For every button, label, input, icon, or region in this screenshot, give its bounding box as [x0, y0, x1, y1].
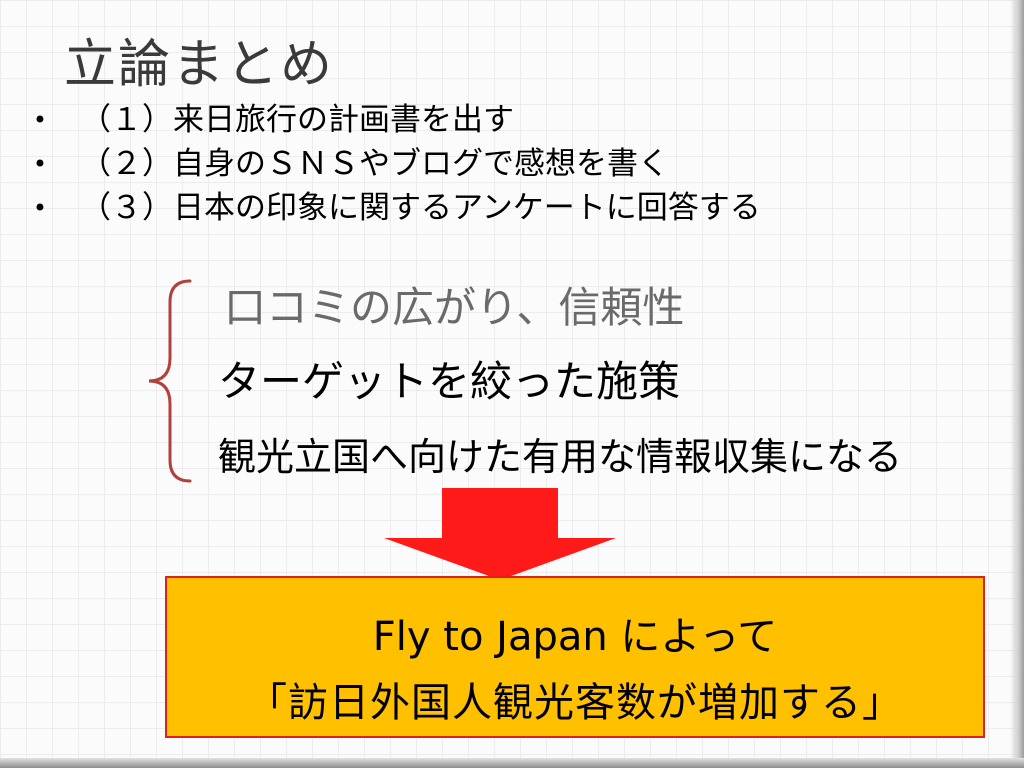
slide-edge-shadow-bottom [0, 758, 1024, 768]
outcome-word-of-mouth: 口コミの広がり、信頼性 [224, 283, 685, 332]
bullet-marker: • [32, 194, 48, 222]
bullet-text: （３）日本の印象に関するアンケートに回答する [80, 190, 761, 226]
result-line-1: Fly to Japan によって [372, 614, 778, 660]
slide-edge-shadow-right [1010, 0, 1024, 768]
bullet-marker: • [32, 106, 48, 134]
result-line-2: 「訪日外国人観光客数が増加する」 [247, 680, 903, 726]
bullet-text: （２）自身のＳＮＳやブログで感想を書く [80, 146, 669, 182]
down-arrow-icon [384, 488, 616, 580]
bullet-item-1: • （１）来日旅行の計画書を出す [30, 98, 870, 142]
bullet-item-3: • （３）日本の印象に関するアンケートに回答する [30, 186, 870, 230]
slide-title: 立論まとめ [64, 35, 335, 95]
bullet-list: • （１）来日旅行の計画書を出す • （２）自身のＳＮＳやブログで感想を書く •… [30, 98, 870, 230]
outcome-targeted-measures: ターゲットを絞った施策 [218, 357, 681, 406]
left-curly-brace-icon [148, 279, 192, 483]
bullet-marker: • [32, 150, 48, 178]
result-box: Fly to Japan によって 「訪日外国人観光客数が増加する」 [165, 576, 985, 738]
outcome-information-collection: 観光立国へ向けた有用な情報収集になる [218, 435, 903, 479]
bullet-text: （１）来日旅行の計画書を出す [80, 102, 514, 138]
bullet-item-2: • （２）自身のＳＮＳやブログで感想を書く [30, 142, 870, 186]
